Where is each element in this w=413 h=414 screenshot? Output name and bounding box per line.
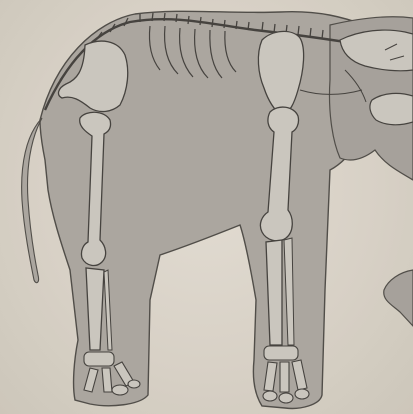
elephant-skeleton-figure	[0, 0, 413, 414]
paper-grain-overlay	[0, 0, 413, 414]
illustration-canvas	[0, 0, 413, 414]
